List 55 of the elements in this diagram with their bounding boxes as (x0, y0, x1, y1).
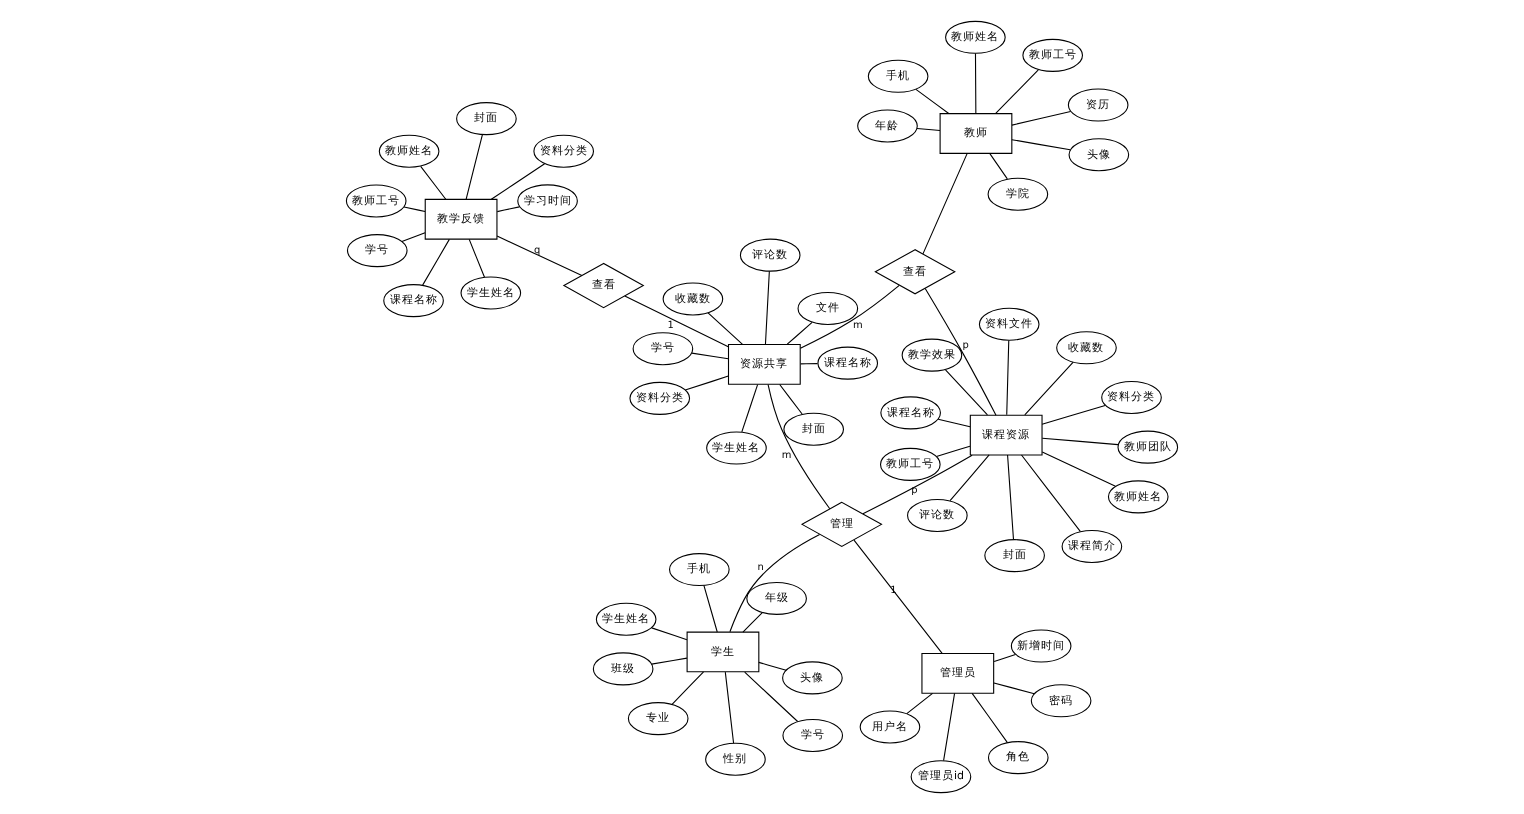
connector (465, 133, 483, 200)
connector (924, 288, 997, 416)
connector (691, 352, 729, 360)
connector (853, 539, 943, 654)
connector (779, 383, 803, 415)
connector (922, 153, 968, 255)
connector (862, 454, 973, 515)
connector (703, 584, 718, 633)
connector (1020, 454, 1081, 532)
connector (1006, 339, 1010, 416)
connector (1007, 454, 1015, 541)
connector (971, 692, 1008, 743)
connector (724, 671, 735, 744)
connector (707, 312, 744, 345)
connector (906, 692, 934, 715)
connector (496, 235, 583, 276)
connector (935, 445, 971, 457)
connector (651, 657, 688, 665)
connector (403, 206, 426, 213)
connector (943, 692, 956, 762)
connector (1011, 110, 1072, 126)
connector (799, 284, 900, 349)
connector (995, 69, 1039, 114)
connector (684, 375, 729, 391)
connector (937, 418, 971, 428)
connector (744, 671, 799, 723)
connector (916, 127, 941, 131)
connector (1024, 361, 1074, 416)
connector (974, 52, 977, 115)
connector (767, 383, 831, 510)
connector (490, 163, 546, 200)
connector (949, 454, 990, 502)
connector (401, 232, 426, 242)
connector (989, 152, 1008, 180)
connector (741, 384, 759, 433)
connector (729, 533, 821, 633)
connector (1041, 437, 1119, 446)
connector (624, 295, 729, 348)
connector (742, 612, 763, 633)
connector (496, 206, 520, 213)
connector (758, 661, 787, 671)
connector (993, 682, 1035, 695)
connector (1041, 451, 1117, 487)
connector (915, 88, 950, 115)
connector (764, 270, 770, 345)
connector (944, 369, 988, 416)
connector (468, 238, 486, 278)
connector (651, 627, 688, 641)
connector (786, 321, 813, 345)
connector (1041, 404, 1106, 425)
connector (1011, 139, 1071, 151)
connector (420, 165, 447, 200)
connector (993, 653, 1017, 663)
connector (422, 238, 450, 286)
connector (671, 671, 705, 705)
